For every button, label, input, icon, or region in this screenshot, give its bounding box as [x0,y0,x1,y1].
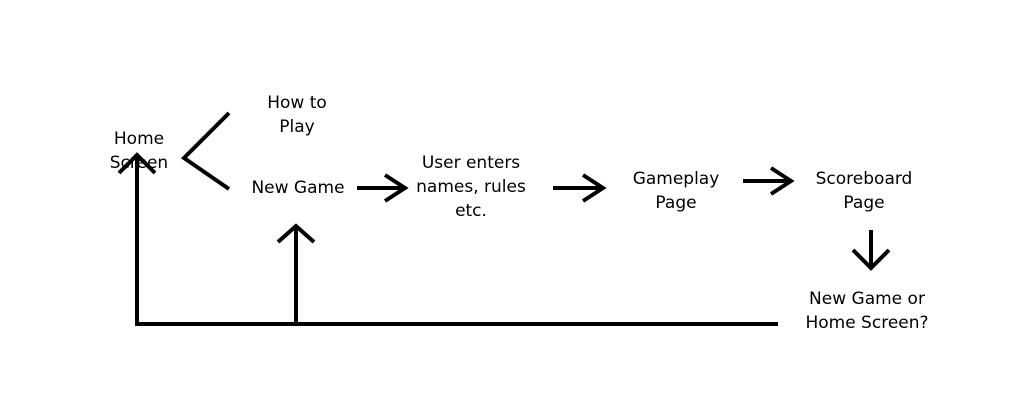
node-how-to-play-line-1: How to [267,93,327,113]
node-new-game-line-1: New Game [251,178,345,198]
branch-connector [180,111,231,191]
node-new-game-or-home: New Game or Home Screen? [788,287,946,335]
node-new-game: New Game [240,176,356,200]
node-gameplay-page-line-2: Page [655,193,697,213]
node-home-screen-line-2: Screen [109,153,169,173]
arrow-scoreboard-down-head [851,248,891,271]
arrow-to-home-screen-head [117,152,157,175]
arrow-new-game-to-user-enters-head [383,173,409,203]
node-new-game-or-home-line-1: New Game or [809,289,925,309]
node-home-screen: Home Screen [101,127,177,175]
node-user-enters-line-3: etc. [455,201,487,221]
node-how-to-play: How to Play [252,91,342,139]
node-scoreboard-page: Scoreboard Page [799,167,929,215]
node-scoreboard-page-line-2: Page [843,193,885,213]
node-home-screen-line-1: Home [113,129,165,149]
node-user-enters-line-2: names, rules [416,177,526,197]
arrow-user-enters-to-gameplay-head [581,173,607,203]
return-path-line [135,155,778,326]
arrow-gameplay-to-scoreboard-head [769,166,795,196]
node-new-game-or-home-line-2: Home Screen? [805,313,929,333]
node-how-to-play-line-2: Play [279,117,315,137]
node-scoreboard-page-line-1: Scoreboard [815,169,913,189]
node-user-enters: User enters names, rules etc. [406,151,536,223]
node-user-enters-line-1: User enters [421,153,521,173]
arrow-to-new-game-head [276,223,316,244]
node-gameplay-page-line-1: Gameplay [632,169,720,189]
node-gameplay-page: Gameplay Page [617,167,735,215]
